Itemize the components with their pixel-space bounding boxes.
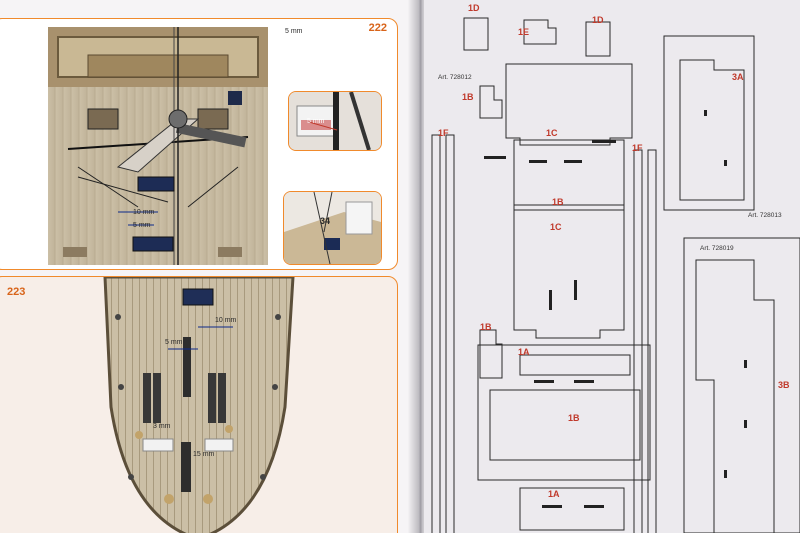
step-223-mm-b: 5 mm [165,339,183,346]
part-label-3a: 3A [732,72,744,82]
article-728019: Art. 728019 [700,245,734,252]
inset-1-drawing [289,92,381,150]
hull-drawing [103,277,295,533]
deck-drawing [48,27,268,265]
article-728012: Art. 728012 [438,74,472,81]
step-222-inset-photo-2: 34 [283,191,382,265]
step-222-inset-photo-1: 5 mm [288,91,382,151]
step-223-panel: 223 [0,276,398,533]
article-728013: Art. 728013 [748,212,782,219]
step-222-inset-number: 34 [320,216,331,226]
part-label-1e: 1E [518,27,530,37]
part-label-3b: 3B [778,380,790,390]
part-label-1c-b: 1C [550,222,562,232]
part-label-1f-left: 1F [438,128,449,138]
step-222-mm-top: 5 mm [285,28,303,35]
part-label-1b-b: 1B [552,197,564,207]
part-label-1a-a: 1A [518,347,530,357]
left-page: 222 [0,0,416,533]
part-label-1c-a: 1C [546,128,558,138]
part-label-1b-a: 1B [462,92,474,102]
step-222-panel: 222 [0,18,398,270]
step-223-number: 223 [7,286,26,298]
step-223-mm-c: 3 mm [153,423,171,430]
part-label-1a-b: 1A [548,489,560,499]
part-label-1b-d: 1B [568,413,580,423]
step-223-mm-a: 10 mm [215,317,237,324]
step-222-mm-b: 5 mm [133,222,151,229]
part-label-1d-left: 1D [468,3,480,13]
parts-sheet-drawing [431,17,800,533]
part-label-1d-right: 1D [592,15,604,25]
step-222-mm-a: 10 mm [133,209,155,216]
step-223-mm-d: 15 mm [193,451,215,458]
inset-2-drawing [284,192,381,264]
part-label-1f-right: 1F [632,143,643,153]
step-222-inset-mm: 5 mm [307,118,325,125]
step-222-number: 222 [368,22,387,34]
part-label-1b-c: 1B [480,322,492,332]
right-page: 1D 1D 1E Art. 728012 1B 1C 1F 1F 1B 1C 1… [424,0,800,533]
step-222-main-photo [48,27,268,265]
